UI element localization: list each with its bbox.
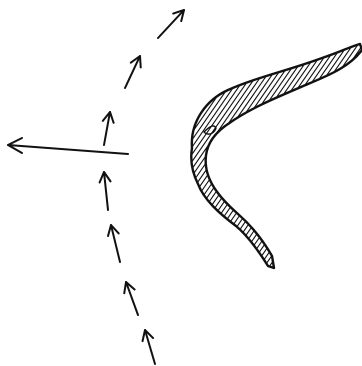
hatch-line bbox=[0, 20, 60, 280]
hatch-line bbox=[170, 20, 350, 280]
hatch-line bbox=[320, 20, 362, 280]
hatch-line bbox=[20, 20, 200, 280]
hatch-line bbox=[190, 20, 362, 280]
hatch-line bbox=[250, 20, 362, 280]
hatch-line bbox=[135, 20, 315, 280]
hatch-line bbox=[105, 20, 285, 280]
hatch-line bbox=[0, 20, 65, 280]
landmass-hatching bbox=[0, 20, 362, 280]
hatch-line bbox=[65, 20, 245, 280]
hatch-line bbox=[140, 20, 320, 280]
hatch-line bbox=[240, 20, 362, 280]
arrow-up-right-icon bbox=[158, 10, 184, 38]
deflected-arrow-shaft bbox=[8, 145, 128, 154]
hatch-line bbox=[290, 20, 362, 280]
arrow-up-icon bbox=[108, 225, 120, 262]
hatch-line bbox=[0, 20, 15, 280]
hatch-line bbox=[150, 20, 330, 280]
hatch-line bbox=[195, 20, 362, 280]
hatch-line bbox=[0, 20, 25, 280]
hatch-line bbox=[255, 20, 362, 280]
hatch-line bbox=[220, 20, 362, 280]
hatch-line bbox=[175, 20, 355, 280]
hatch-line bbox=[0, 20, 5, 280]
arrow-up-icon bbox=[103, 112, 114, 145]
hatch-line bbox=[330, 20, 362, 280]
hatch-line bbox=[5, 20, 185, 280]
hatch-line bbox=[0, 20, 40, 280]
hatch-line bbox=[95, 20, 275, 280]
hatch-line bbox=[80, 20, 260, 280]
hatch-line bbox=[0, 20, 180, 280]
path-arrows bbox=[100, 10, 184, 364]
arrow-up-icon bbox=[124, 282, 138, 315]
hatch-line bbox=[0, 20, 45, 280]
arrow-up-icon bbox=[143, 330, 155, 364]
hatch-line bbox=[130, 20, 310, 280]
hatch-line bbox=[0, 20, 50, 280]
hatch-line bbox=[0, 20, 70, 280]
hatch-line bbox=[90, 20, 270, 280]
hatch-line bbox=[355, 20, 362, 280]
hatched-landmass bbox=[0, 20, 362, 280]
arrow-shaft bbox=[158, 10, 184, 38]
hatch-line bbox=[85, 20, 265, 280]
hatch-line bbox=[225, 20, 362, 280]
arrow-up-icon bbox=[100, 172, 111, 210]
hatch-line bbox=[75, 20, 255, 280]
hatch-line bbox=[185, 20, 362, 280]
deflected-arrow-left bbox=[8, 138, 128, 154]
hatch-line bbox=[100, 20, 280, 280]
hatch-line bbox=[70, 20, 250, 280]
hatch-line bbox=[0, 20, 55, 280]
hatch-line bbox=[0, 20, 10, 280]
hatch-line bbox=[210, 20, 362, 280]
hatch-line bbox=[155, 20, 335, 280]
hatch-line bbox=[15, 20, 195, 280]
hatch-line bbox=[215, 20, 362, 280]
hatch-line bbox=[260, 20, 362, 280]
hatch-line bbox=[125, 20, 305, 280]
hatch-line bbox=[145, 20, 325, 280]
hatch-line bbox=[115, 20, 295, 280]
hatch-line bbox=[120, 20, 300, 280]
landmass-outline bbox=[191, 44, 362, 268]
hatch-line bbox=[10, 20, 190, 280]
hatch-line bbox=[350, 20, 362, 280]
arrow-up-right-icon bbox=[125, 56, 141, 88]
hatch-line bbox=[30, 20, 210, 280]
